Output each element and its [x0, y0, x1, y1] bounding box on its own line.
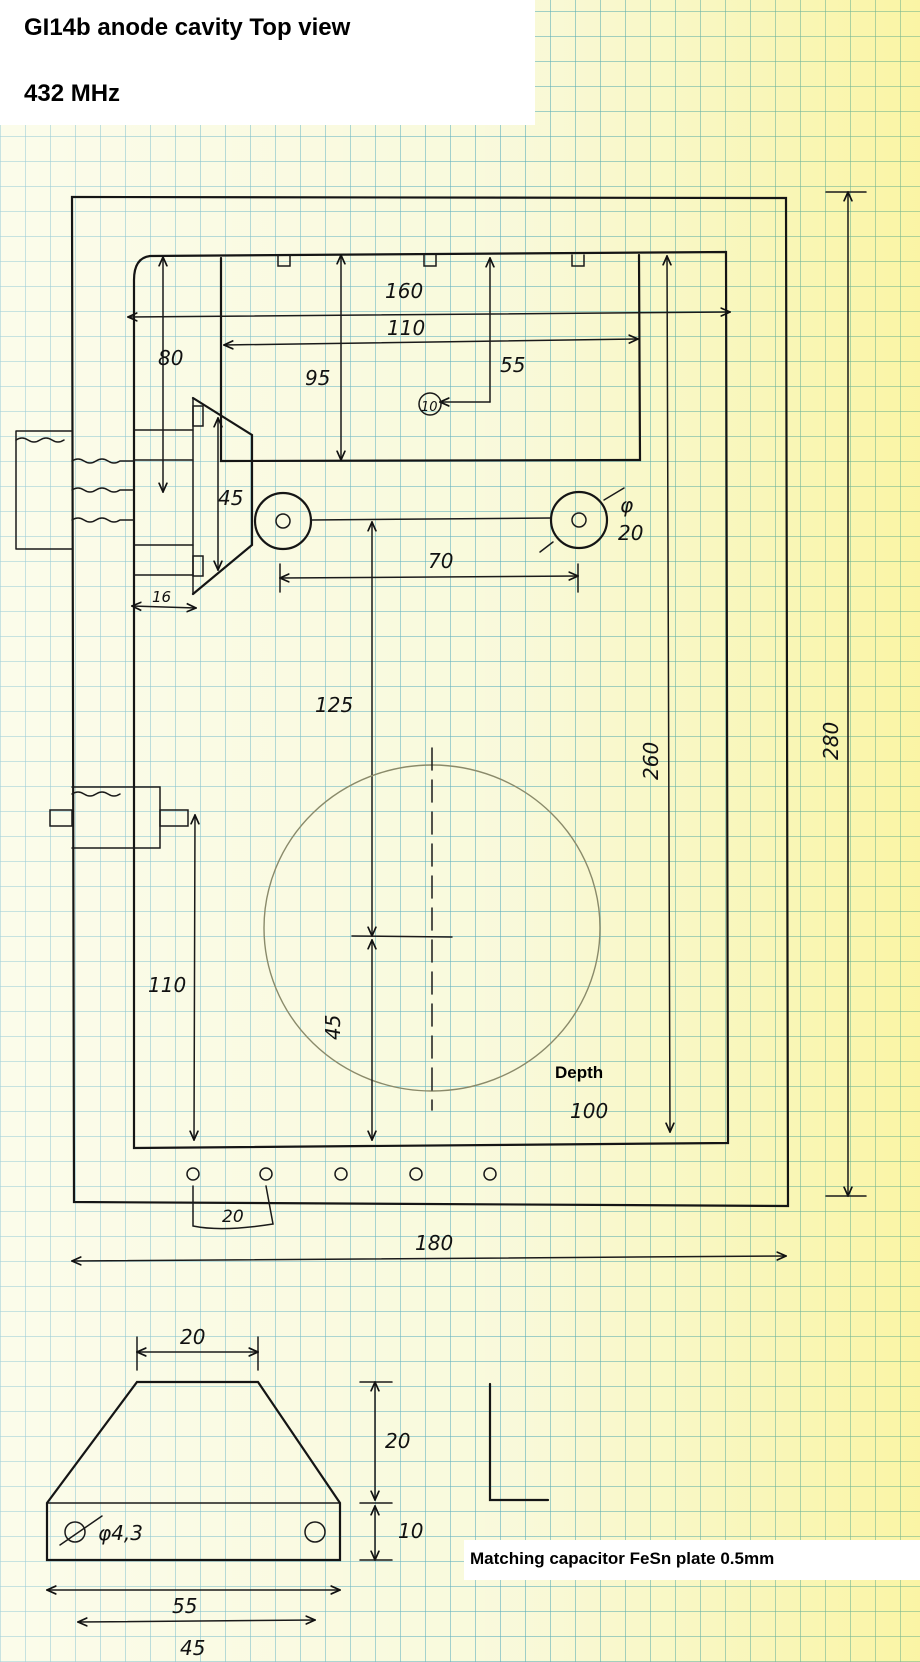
dim-55-label: 55 [500, 353, 525, 377]
dim-center-offset: 55 10 [418, 258, 525, 416]
anode-circle [263, 747, 601, 1111]
dim-lower-offset: 45 [321, 940, 372, 1140]
anode-plate [219, 253, 642, 463]
dim-plate-depth: 95 [305, 255, 341, 460]
dim-inner-width: 160 [128, 279, 730, 317]
diagram-title: GI14b anode cavity Top view [24, 14, 351, 41]
tube-left [253, 491, 313, 551]
dim-tube-spacing: 70 [280, 549, 578, 593]
dim-70-label: 70 [428, 549, 453, 573]
dim-outer-width: 180 [72, 1231, 786, 1261]
cap-height-lower-label: 10 [398, 1519, 423, 1543]
tube-diameter-symbol: φ [620, 493, 633, 517]
depth-label: Depth [555, 1063, 604, 1082]
depth-value-label: 100 [570, 1099, 608, 1123]
cap-height-upper-label: 20 [385, 1429, 410, 1453]
dim-20-pitch-label: 20 [222, 1207, 244, 1227]
dim-plate-width: 110 [224, 316, 638, 345]
dim-16-label: 16 [152, 588, 171, 606]
coax-connector-upper [15, 430, 135, 550]
dim-110-label: 110 [387, 316, 425, 340]
cap-hole-diameter-label: φ4,3 [98, 1521, 143, 1545]
dim-280-label: 280 [819, 722, 843, 760]
dim-inner-height: 260 [639, 256, 670, 1132]
dim-outer-height: 280 [819, 192, 867, 1196]
title-box: GI14b anode cavity Top view 432 MHz [0, 0, 535, 125]
dim-coax-height: 110 [148, 815, 195, 1140]
tube-diameter-label: 20 [618, 521, 643, 545]
cap-hole-spacing-label: 45 [180, 1636, 205, 1660]
cap-plate-width-label: 55 [172, 1594, 197, 1618]
dim-110-lower-label: 110 [148, 973, 186, 997]
dim-125-label: 125 [315, 693, 353, 717]
dim-anode-distance: 125 [315, 522, 372, 936]
dim-95-label: 95 [305, 366, 330, 390]
capacitor-detail: 20 20 10 φ4,3 55 45 [45, 1325, 550, 1660]
frequency-label: 432 MHz [24, 80, 121, 107]
dim-side-80: 80 [158, 257, 183, 492]
dim-160-label: 160 [385, 279, 423, 303]
dim-80-label: 80 [158, 346, 183, 370]
inner-cavity [132, 250, 730, 1150]
capacitor-caption: Matching capacitor FeSn plate 0.5mm [470, 1549, 775, 1568]
outer-enclosure [70, 195, 790, 1208]
tube-right: φ 20 [539, 487, 643, 553]
dim-45-label: 45 [218, 486, 243, 510]
cap-top-width-label: 20 [180, 1325, 205, 1349]
dim-180-label: 180 [415, 1231, 453, 1255]
dim-260-label: 260 [639, 742, 663, 780]
dim-45-lower-label: 45 [321, 1015, 345, 1040]
coax-connector-lower [49, 786, 189, 849]
matching-capacitor-topview: 45 16 [132, 396, 254, 608]
caption-box [464, 1540, 920, 1580]
mounting-holes-row: 20 [186, 1167, 497, 1230]
hole-marker-label: 10 [421, 400, 438, 415]
